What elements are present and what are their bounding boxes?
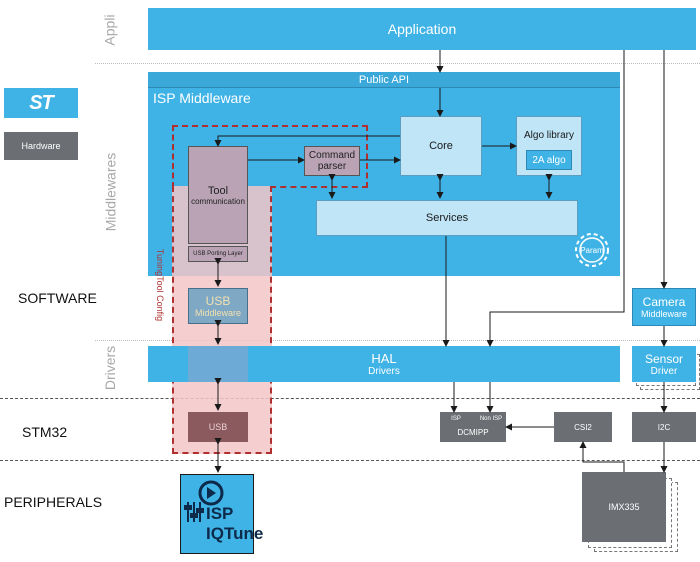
algo-library-label: Algo library [523,130,575,141]
isp-iqtune-line2: IQTune [206,524,264,543]
legend-hardware: Hardware [4,132,78,160]
algo-2a-label: 2A algo [532,154,566,166]
public-api-bar: Public API [148,72,620,88]
section-software: SOFTWARE [18,290,97,306]
application-label: Application [387,21,457,37]
dcmipp-label: DCMIPP [457,428,489,437]
st-logo-text: ST [29,91,54,114]
section-peripherals: PERIPHERALS [4,494,103,510]
i2c-label: I2C [657,422,671,432]
param-label: Param [580,245,604,255]
separator-appli [95,63,700,64]
algo-2a-block: 2A algo [526,150,572,170]
arrow-app-to-hal [486,50,625,347]
sensor-sub-label: Driver [650,365,678,377]
arrow-core-to-tool [214,135,400,147]
imx335-block: IMX335 [582,472,666,542]
separator-drivers [95,340,700,341]
usb-mw-label: USB [205,294,231,308]
core-label: Core [429,140,453,152]
sensor-driver-block: Sensor Driver [632,346,696,382]
tool-label: Tool [207,184,229,197]
i2c-block: I2C [632,412,696,442]
camera-middleware-block: Camera Middleware [632,288,696,326]
usb-hardware-block: USB [188,412,248,442]
tool-sub-label: communication [191,196,245,206]
imx335-label: IMX335 [608,502,640,512]
usb-porting-label: USB Porting Layer [193,250,243,257]
isp-port-label: ISP [451,416,461,422]
csi2-label: CSI2 [574,422,592,432]
hal-sub-label: Drivers [368,366,400,377]
camera-mw-label: Camera [642,295,686,309]
application-block: Application [148,8,696,50]
section-stm32: STM32 [22,424,68,440]
usb-in-hal-overlay [188,346,248,382]
separator-peripherals [0,460,700,461]
usb-hardware-label: USB [208,422,228,432]
csi2-block: CSI2 [554,412,612,442]
separator-stm32 [0,398,700,399]
isp-iqtune-line1: ISP [206,504,234,523]
usb-mw-sub-label: Middleware [194,308,242,318]
services-label: Services [425,212,469,224]
hal-label: HAL [371,351,397,366]
hal-drivers-block: HAL Drivers [148,346,620,382]
camera-mw-sub-label: Middleware [640,309,688,319]
arrow-imx-to-csi2 [579,441,625,472]
tool-communication-block: Tool communication [188,146,248,244]
command-parser-label: Command parser [308,150,356,172]
public-api-label: Public API [358,73,410,86]
tuning-config-zone [172,125,368,188]
legend-hardware-label: Hardware [21,141,61,151]
st-logo: ST [4,88,78,118]
nonisp-port-label: Non ISP [479,416,503,422]
tuning-config-right-top [270,186,368,188]
sensor-label: Sensor [644,351,684,366]
dcmipp-block [440,412,506,442]
isp-middleware-title: ISP Middleware [153,90,251,106]
services-block: Services [316,200,578,236]
